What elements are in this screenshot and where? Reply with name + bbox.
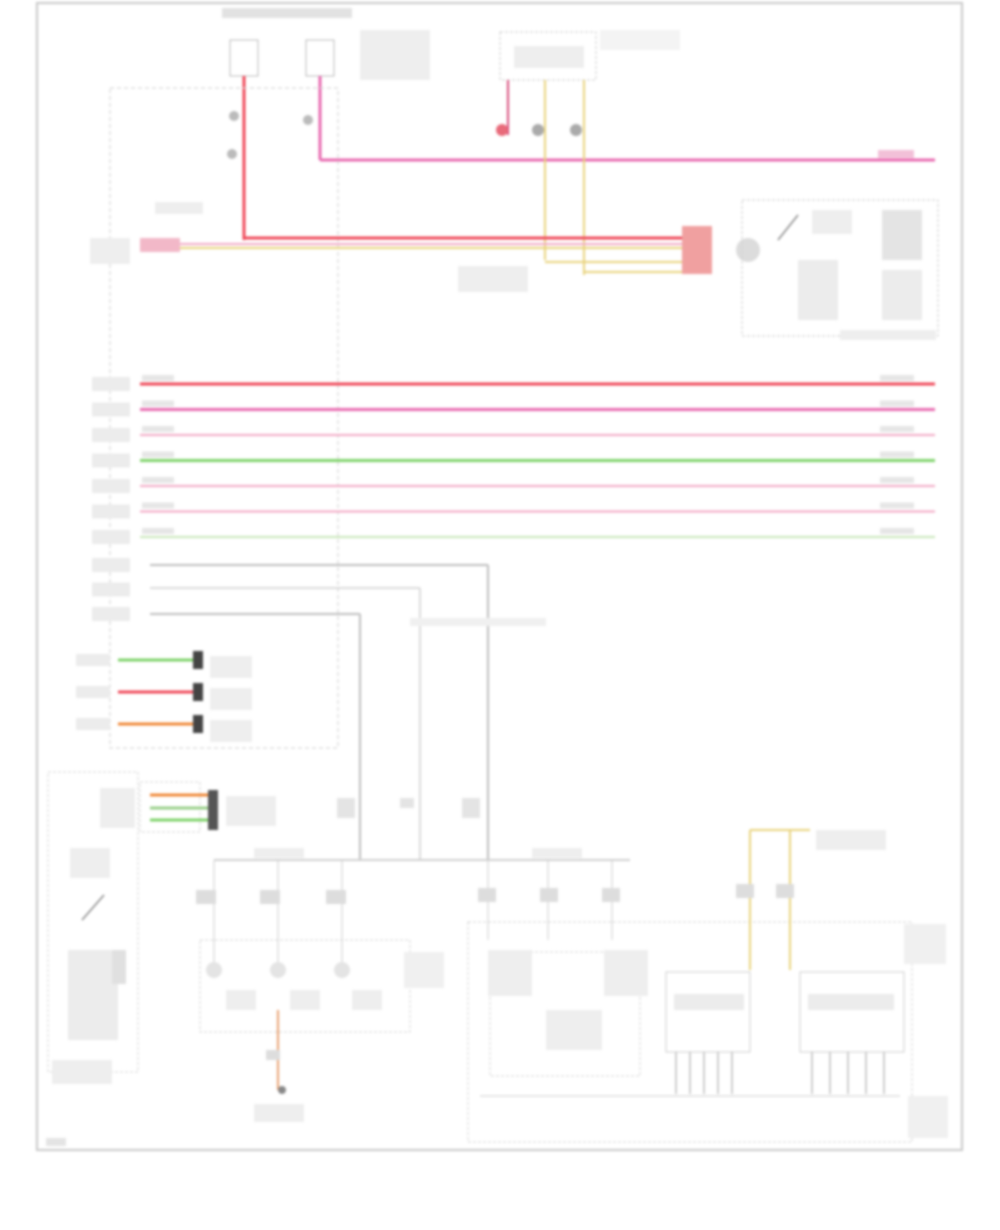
lower-left-module	[196, 848, 630, 1122]
side-connector-3	[76, 715, 252, 742]
diagram-border	[36, 2, 963, 1151]
side-connector-2	[76, 683, 252, 710]
combination-switch	[496, 30, 680, 275]
side-connector-1	[76, 651, 252, 678]
stub-connector-3	[92, 607, 130, 621]
stub-connector-1	[92, 558, 130, 572]
bus-wire-6	[92, 502, 935, 519]
wire-bus	[92, 375, 935, 544]
fuse-block	[222, 8, 430, 240]
dashed-box-top	[109, 87, 339, 749]
bus-wire-3	[92, 426, 935, 442]
switch-module-right	[682, 199, 939, 340]
bus-wire-2	[92, 400, 935, 417]
bus-wire-1	[92, 375, 935, 391]
side-connectors	[76, 651, 252, 742]
lower-right-module	[467, 829, 948, 1143]
left-lower-box	[47, 771, 276, 1084]
stub-connector-2	[92, 582, 130, 597]
diagram-content	[36, 2, 963, 1151]
bus-wire-5	[92, 477, 935, 493]
left-stub-wires	[92, 558, 130, 621]
bus-wire-4	[92, 451, 935, 468]
bus-wire-7	[92, 528, 935, 544]
